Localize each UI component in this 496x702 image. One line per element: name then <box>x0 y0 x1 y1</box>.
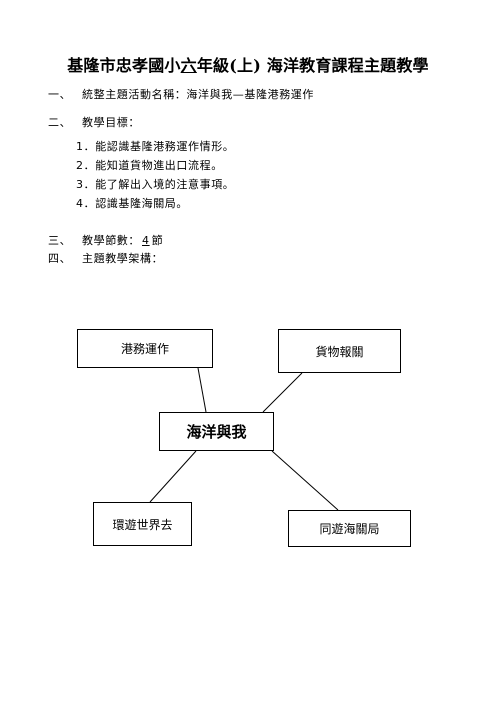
connector-line <box>271 450 339 511</box>
connector-line <box>197 367 207 413</box>
section-text: 主題教學架構： <box>82 252 164 265</box>
section-text: 教學目標： <box>82 116 140 129</box>
objective-item: 1．能認識基隆港務運作情形。 <box>76 140 235 153</box>
objective-item: 3．能了解出入境的注意事項。 <box>76 178 235 191</box>
title-grade: 六 <box>180 56 197 75</box>
section-label: 教學節數： <box>82 234 140 247</box>
connector-line <box>262 372 303 413</box>
diagram-node-customs-visit: 同遊海關局 <box>288 510 411 547</box>
section-framework: 四、主題教學架構： <box>48 250 163 266</box>
objective-item: 4．認識基隆海關局。 <box>76 197 188 210</box>
diagram-node-world-tour: 環遊世界去 <box>93 502 192 546</box>
diagram-node-port-operations: 港務運作 <box>77 329 213 368</box>
section-number: 四、 <box>48 252 72 265</box>
title-prefix: 基隆市忠孝國小 <box>67 56 181 75</box>
diagram-node-center-theme: 海洋與我 <box>159 412 274 451</box>
section-text: 統整主題活動名稱：海洋與我—基隆港務運作 <box>82 88 314 101</box>
section-number: 一、 <box>48 88 72 101</box>
section-activity-name: 一、統整主題活動名稱：海洋與我—基隆港務運作 <box>48 86 314 102</box>
section-number: 二、 <box>48 116 72 129</box>
section-objectives: 二、教學目標： <box>48 114 140 130</box>
section-number: 三、 <box>48 234 72 247</box>
objective-item: 2．能知道貨物進出口流程。 <box>76 159 223 172</box>
diagram-node-customs-declaration: 貨物報關 <box>278 329 401 373</box>
title-suffix: 年級(上) 海洋教育課程主題教學 <box>196 56 429 75</box>
document-title: 基隆市忠孝國小六年級(上) 海洋教育課程主題教學 <box>0 52 496 76</box>
periods-unit: 節 <box>151 234 164 247</box>
connector-line <box>149 450 197 503</box>
periods-value: 4 <box>142 234 150 247</box>
